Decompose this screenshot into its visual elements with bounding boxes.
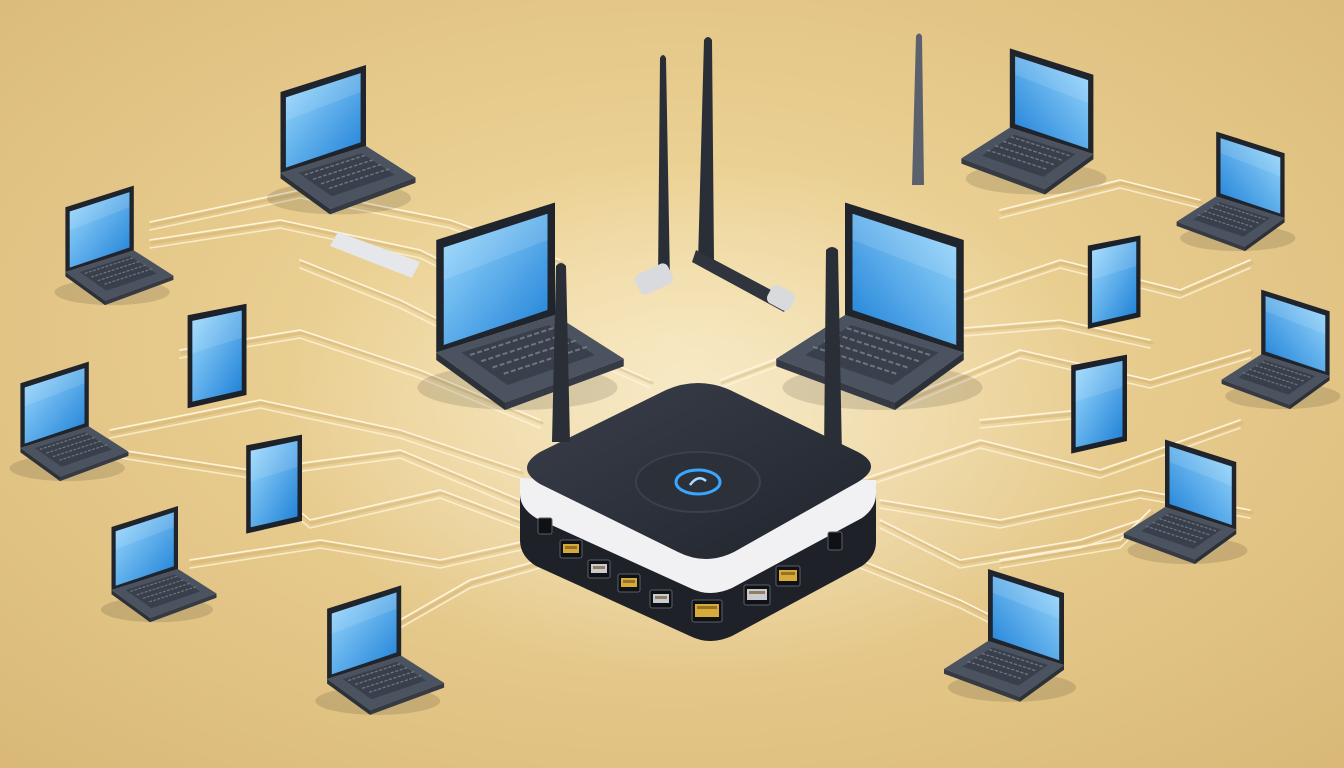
connection-line	[999, 509, 1151, 561]
connection-line-shadow	[120, 451, 524, 505]
connection-line	[859, 559, 1001, 621]
ethernet-port-icon	[587, 559, 611, 579]
laptop-icon	[961, 48, 1107, 195]
connection-line	[109, 407, 521, 479]
connection-line	[879, 527, 1141, 569]
connection-line	[859, 567, 1001, 629]
tablet-icon	[1087, 235, 1141, 329]
router-icon	[330, 33, 924, 641]
antenna-icon	[824, 247, 842, 456]
connection-line	[119, 449, 521, 501]
laptop-icon	[315, 585, 445, 715]
connection-line-shadow	[1000, 181, 1204, 215]
connection-lines	[109, 179, 1254, 629]
connection-line	[399, 567, 541, 629]
antenna-icon	[635, 55, 673, 295]
port-panel	[537, 517, 843, 623]
laptop-icon	[1221, 289, 1341, 410]
connection-line	[939, 319, 1151, 341]
antenna-icon	[552, 263, 570, 442]
ethernet-port-icon	[617, 573, 641, 593]
connection-lines-main	[109, 179, 1251, 629]
ethernet-port-icon	[649, 589, 673, 609]
tablet-icon	[1071, 354, 1127, 454]
ethernet-port-icon	[559, 539, 583, 559]
laptop-icon	[54, 185, 174, 306]
laptop-icon	[101, 506, 217, 623]
antenna-icon	[912, 33, 924, 185]
ethernet-port-icon	[743, 584, 771, 606]
connection-line	[879, 519, 1141, 561]
tablet-icon	[246, 434, 302, 534]
connection-line-shadow	[880, 521, 1144, 565]
connection-line-shadow	[110, 401, 524, 475]
ethernet-port-icon	[537, 517, 553, 535]
logo-icon	[674, 468, 722, 496]
connection-line	[189, 547, 531, 569]
connection-line	[399, 559, 541, 621]
ethernet-port-icon	[775, 565, 801, 587]
laptop-icon	[1176, 131, 1296, 252]
connection-line	[109, 399, 521, 471]
antenna-icon	[692, 37, 796, 312]
connection-line-shadow	[190, 541, 534, 565]
connection-line-shadow	[940, 321, 1154, 345]
laptop-icon	[1123, 439, 1248, 564]
connection-line	[999, 187, 1201, 219]
connection-line	[939, 327, 1151, 349]
cable-icon	[330, 232, 420, 278]
connection-line-shadow	[400, 561, 544, 625]
tablet-icon	[187, 303, 247, 409]
laptop-icon	[944, 569, 1076, 702]
connection-line	[189, 539, 531, 561]
ethernet-port-icon	[691, 599, 723, 623]
laptop-icon	[9, 361, 129, 482]
connection-line	[999, 179, 1201, 211]
ethernet-port-icon	[827, 531, 843, 551]
router-button	[635, 451, 761, 513]
laptop-icon	[267, 65, 416, 215]
connection-line	[119, 457, 521, 509]
